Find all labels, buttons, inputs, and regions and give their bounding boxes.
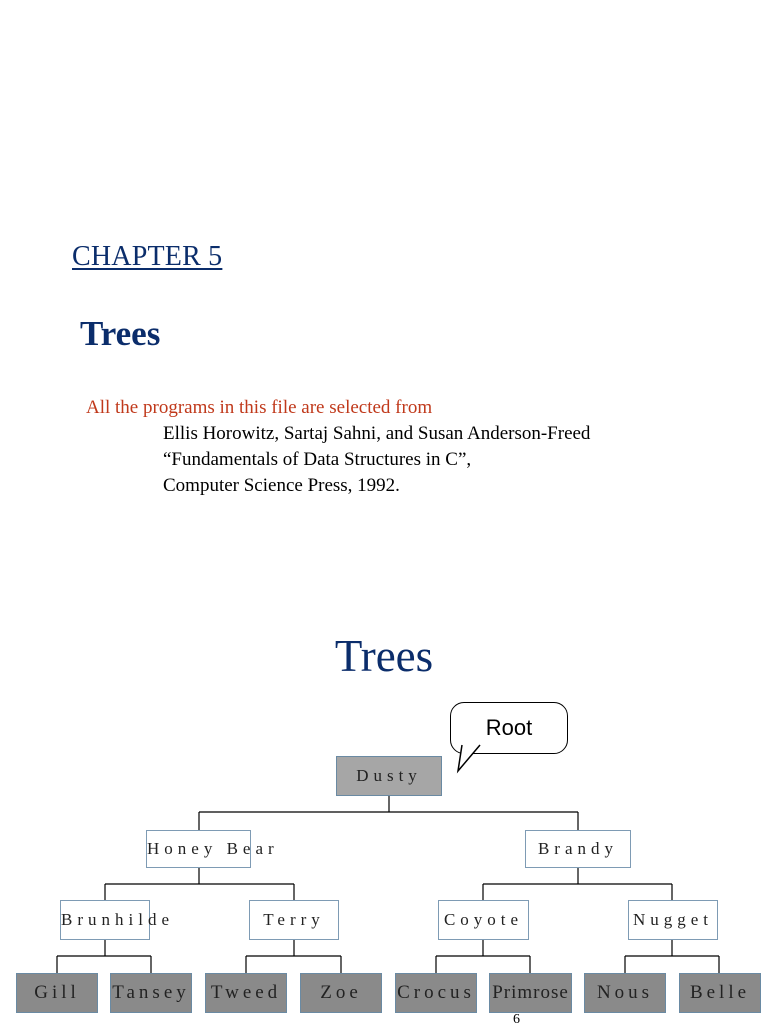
tree-node-level1: Honey Bear (146, 830, 274, 868)
tree-node-leaf: Tweed (205, 973, 287, 1013)
page-number: 6 (513, 1012, 520, 1027)
tree-node-leaf: Zoe (300, 973, 382, 1013)
tree-node-level1: Brandy (525, 830, 631, 868)
reference-book-title: “Fundamentals of Data Structures in C”, (163, 449, 472, 470)
tree-node-leaf: Belle (679, 973, 761, 1013)
title-slide: CHAPTER 5 Trees All the programs in this… (72, 241, 591, 496)
tree-node-level2: Brunhilde (60, 900, 169, 940)
tree-connector-lines (56, 796, 720, 973)
slide-title: Trees (80, 314, 161, 353)
tree-node-root: Dusty (336, 756, 442, 796)
reference-publisher: Computer Science Press, 1992. (163, 475, 400, 496)
tree-node-leaf: Tansey (110, 973, 192, 1013)
tree-node-leaf: Crocus (395, 973, 477, 1013)
source-note: All the programs in this file are select… (86, 397, 433, 418)
chapter-heading: CHAPTER 5 (72, 241, 223, 272)
tree-node-leaf: Nous (584, 973, 666, 1013)
tree-node-leaf: Gill (16, 973, 98, 1013)
callout-pointer (456, 744, 481, 774)
tree-node-level2: Coyote (438, 900, 529, 940)
reference-authors: Ellis Horowitz, Sartaj Sahni, and Susan … (163, 423, 591, 444)
tree-node-level2: Nugget (628, 900, 718, 940)
tree-slide: Trees (0, 580, 768, 1027)
tree-node-leaf: Primrose (489, 973, 572, 1013)
root-callout-bubble: Root (450, 702, 568, 754)
tree-node-level2: Terry (249, 900, 339, 940)
tree-slide-title: Trees (334, 631, 434, 681)
